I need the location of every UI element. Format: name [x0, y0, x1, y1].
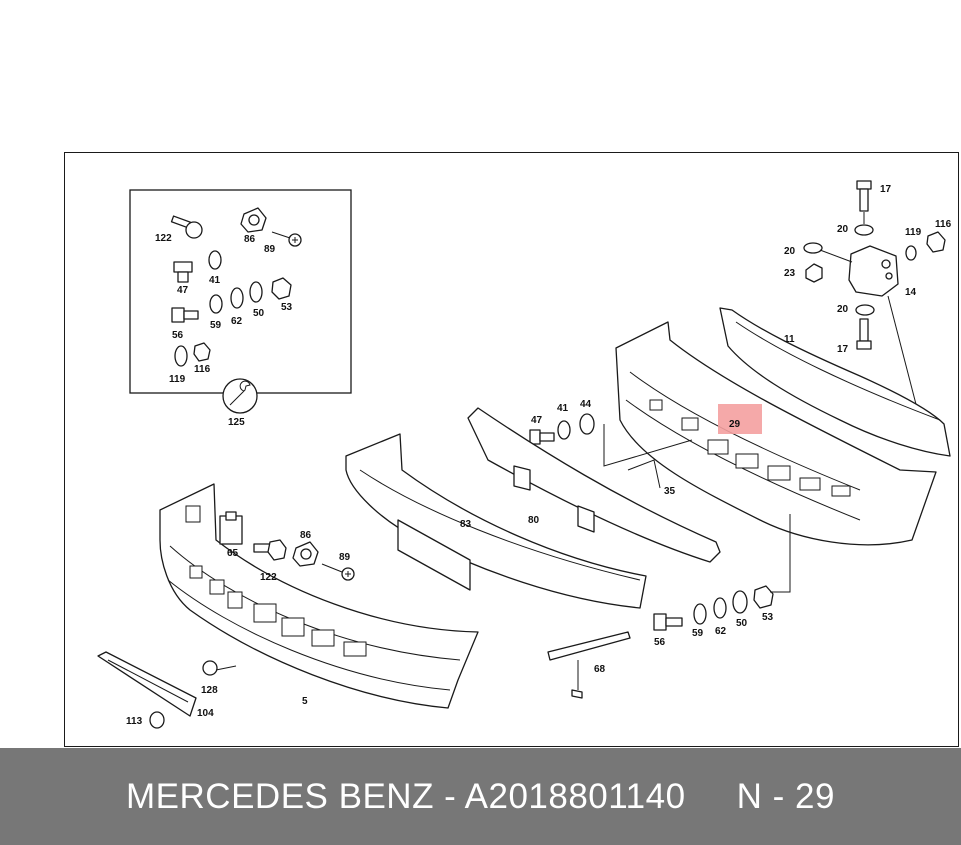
callout-89: 89	[264, 244, 276, 255]
bumper-trim-part-11	[719, 307, 951, 457]
callout-116: 116	[194, 364, 211, 375]
callout-41: 41	[209, 275, 221, 286]
callout-56-main: 56	[654, 637, 666, 648]
bolt-icon	[253, 539, 287, 561]
washer-icon	[174, 345, 188, 367]
callout-17-top: 17	[880, 184, 892, 195]
footer-bar: MERCEDES BENZ - A2018801140 N - 29	[0, 748, 961, 845]
wrench-icon	[222, 378, 258, 414]
grille-strip-part-104	[97, 651, 197, 717]
callout-116-bracket: 116	[935, 219, 952, 230]
parts-diagram: 122 86 89 41 47 59 62 50 53 56 119 116 1…	[97, 180, 952, 729]
nut-icon	[271, 277, 292, 300]
callout-113: 113	[126, 716, 143, 727]
callout-83: 83	[460, 519, 472, 530]
energy-absorber-part-83	[345, 433, 647, 609]
washer-icon	[693, 603, 707, 625]
callout-20-a: 20	[837, 224, 849, 235]
callout-56: 56	[172, 330, 184, 341]
trim-strip-part-68	[547, 631, 631, 699]
callout-119: 119	[169, 374, 186, 385]
part-number-caption: MERCEDES BENZ - A2018801140 N - 29	[126, 776, 835, 816]
washer-icon	[732, 590, 748, 614]
screw-icon	[202, 660, 237, 676]
callout-50: 50	[253, 308, 265, 319]
callout-86: 86	[244, 234, 256, 245]
callout-44: 44	[580, 399, 592, 410]
callout-53: 53	[281, 302, 293, 313]
nut-icon	[193, 342, 211, 362]
callout-104: 104	[197, 708, 214, 719]
nut-icon	[292, 541, 319, 567]
callout-11: 11	[784, 334, 795, 345]
washer-icon	[713, 597, 727, 619]
callout-122-main: 122	[260, 572, 277, 583]
callout-29: 29	[729, 419, 741, 430]
callout-86-main: 86	[300, 530, 312, 541]
callout-65: 65	[227, 548, 239, 559]
callout-17-bottom: 17	[837, 344, 849, 355]
washer-icon	[209, 294, 223, 314]
callout-35: 35	[664, 486, 676, 497]
washer-icon	[557, 420, 571, 440]
bolt-icon	[171, 307, 199, 323]
bracket-assembly	[803, 180, 946, 413]
screw-icon	[271, 231, 302, 247]
bumper-cover-part-29	[615, 321, 937, 546]
callout-20-c: 20	[837, 304, 849, 315]
callout-5: 5	[302, 696, 308, 707]
washer-icon	[230, 287, 244, 309]
callout-53-main: 53	[762, 612, 774, 623]
callout-128: 128	[201, 685, 218, 696]
callout-68: 68	[594, 664, 606, 675]
bolt-icon	[170, 215, 203, 239]
callout-47-main: 47	[531, 415, 543, 426]
reinforcement-part-80	[467, 407, 721, 563]
callout-23: 23	[784, 268, 796, 279]
callout-20-b: 20	[784, 246, 796, 257]
callout-62: 62	[231, 316, 243, 327]
nut-icon	[753, 585, 774, 609]
bolt-icon	[529, 429, 555, 445]
clip-icon	[219, 511, 243, 545]
callout-59-main: 59	[692, 628, 704, 639]
callout-119-bracket: 119	[905, 227, 922, 238]
callout-122: 122	[155, 233, 172, 244]
callout-62-main: 62	[715, 626, 727, 637]
callout-47: 47	[177, 285, 189, 296]
clip-icon	[149, 711, 165, 729]
callout-41-main: 41	[557, 403, 569, 414]
nut-icon	[240, 207, 267, 233]
bolt-icon	[653, 613, 683, 631]
clip-icon	[173, 261, 193, 283]
callout-125: 125	[228, 417, 245, 428]
washer-icon	[249, 281, 263, 303]
highlight-box-29	[718, 404, 762, 434]
front-bumper-part-5	[159, 483, 479, 709]
screw-icon	[321, 563, 355, 581]
callout-50-main: 50	[736, 618, 748, 629]
washer-icon	[208, 250, 222, 270]
callout-59: 59	[210, 320, 222, 331]
washer-icon	[579, 413, 595, 435]
callout-14: 14	[905, 287, 917, 298]
callout-80: 80	[528, 515, 540, 526]
callout-89-main: 89	[339, 552, 351, 563]
